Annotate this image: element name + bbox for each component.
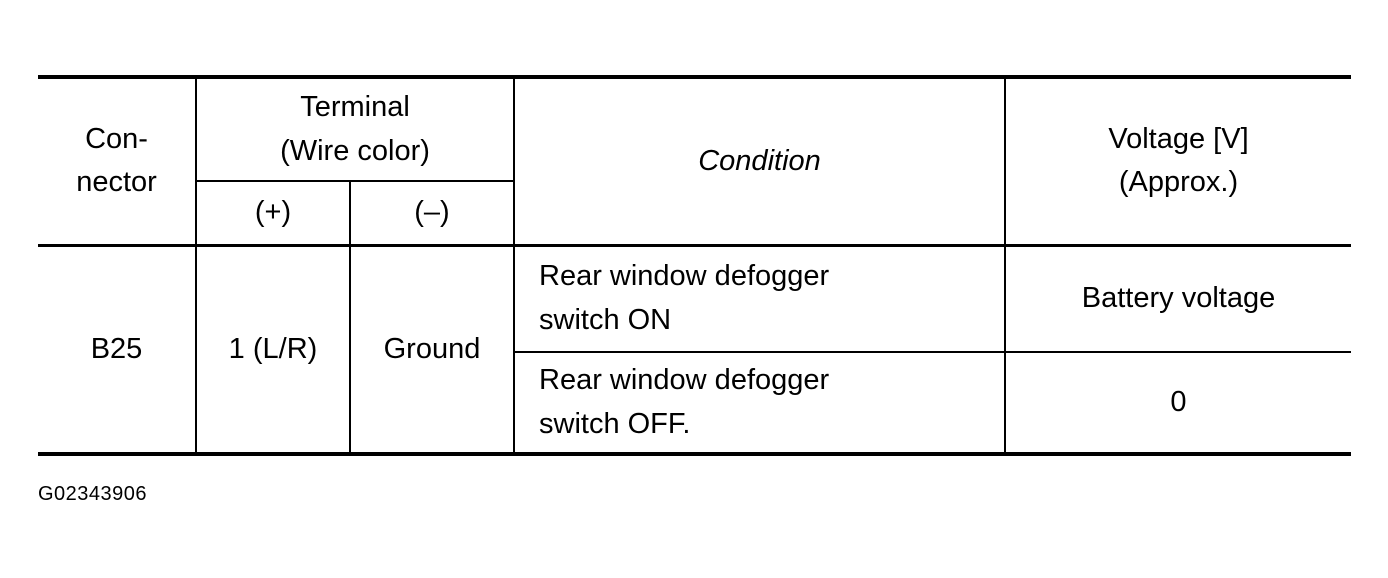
voltage-spec-table: Con- nector Terminal (Wire color) Condit… bbox=[38, 75, 1351, 456]
condition-cell: Rear window defogger switch OFF. bbox=[513, 351, 1006, 456]
connector-cell: B25 bbox=[38, 243, 197, 456]
voltage-cell: 0 bbox=[1004, 351, 1351, 456]
condition-line1: Rear window defogger bbox=[539, 364, 830, 396]
terminal-header-line2: (Wire color) bbox=[280, 134, 430, 167]
connector-header-line1: Con- bbox=[85, 122, 148, 155]
voltage-header-line1: Voltage [V] bbox=[1108, 122, 1249, 155]
terminal-negative-header: (–) bbox=[349, 180, 515, 246]
condition-line1: Rear window defogger bbox=[539, 260, 830, 293]
connector-header-line2: nector bbox=[76, 166, 157, 199]
connector-header: Con- nector bbox=[38, 75, 197, 246]
terminal-header-line1: Terminal bbox=[300, 91, 410, 123]
condition-header: Condition bbox=[513, 75, 1006, 246]
terminal-positive-header: (+) bbox=[195, 180, 351, 246]
figure-code: G02343906 bbox=[38, 483, 148, 505]
voltage-header-line2: (Approx.) bbox=[1118, 166, 1239, 199]
terminal-positive-cell: 1 (L/R) bbox=[195, 243, 351, 456]
terminal-header: Terminal (Wire color) bbox=[195, 75, 515, 182]
table-row: Rear window defogger switch OFF. 0 bbox=[38, 351, 1351, 456]
condition-line2: switch ON bbox=[539, 303, 672, 336]
condition-line2: switch OFF. bbox=[539, 407, 691, 440]
header-row-2: (+) (–) bbox=[38, 180, 1351, 246]
voltage-header: Voltage [V] (Approx.) bbox=[1004, 75, 1351, 246]
terminal-negative-cell: Ground bbox=[349, 243, 515, 456]
voltage-cell: Battery voltage bbox=[1004, 243, 1351, 353]
condition-cell: Rear window defogger switch ON bbox=[513, 243, 1006, 353]
header-row-1: Con- nector Terminal (Wire color) Condit… bbox=[38, 75, 1351, 246]
table-row: B25 1 (L/R) Ground Rear window defogger … bbox=[38, 243, 1351, 456]
